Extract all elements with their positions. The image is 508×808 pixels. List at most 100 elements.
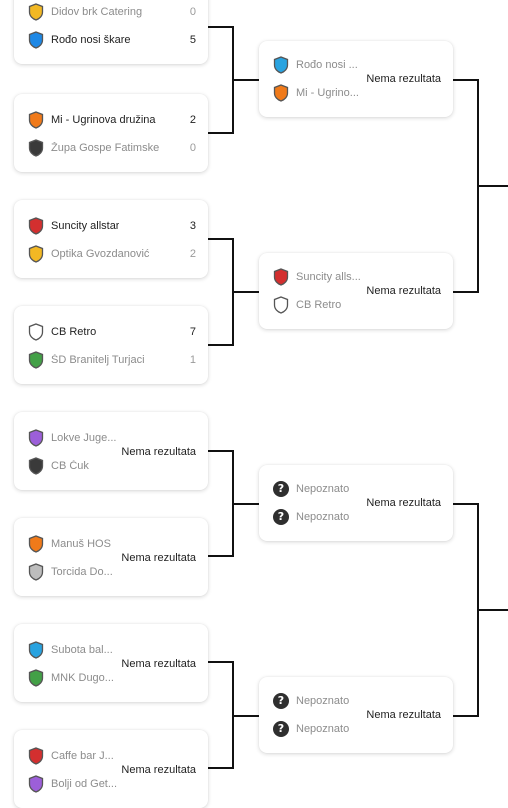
score: 3 [189, 220, 196, 232]
bracket-connector [453, 79, 479, 81]
match-card[interactable]: Subota bal...MNK Dugo...Nema rezultata [14, 624, 208, 702]
team-row[interactable]: Manuš HOS [28, 534, 111, 554]
score: 7 [189, 326, 196, 338]
team-name: Nepoznato [296, 723, 350, 735]
team-row[interactable]: ŠD Branitelj Turjaci [28, 350, 145, 370]
team-name: Rođo nosi ... [296, 59, 358, 71]
shield-icon [28, 31, 44, 49]
shield-icon [28, 111, 44, 129]
team-name: CB Retro [51, 326, 97, 338]
shield-icon [273, 56, 289, 74]
team-name: Didov brk Catering [51, 6, 143, 18]
score: 5 [189, 34, 196, 46]
team-row[interactable]: CB Retro [28, 322, 96, 342]
team-row[interactable]: Torcida Do... [28, 562, 113, 582]
score: 2 [189, 248, 196, 260]
question-icon: ? [273, 721, 289, 737]
team-name: ŠD Branitelj Turjaci [51, 354, 145, 366]
shield-icon [273, 84, 289, 102]
team-row[interactable]: Suncity alls... [273, 267, 361, 287]
score: 0 [189, 6, 196, 18]
match-card[interactable]: Caffe bar J... Bolji od Get... Nema rezult… [14, 730, 208, 808]
team-name: MNK Dugo... [51, 672, 114, 684]
match-card[interactable]: CB Retro 7 ŠD Branitelj Turjaci 1 [14, 306, 208, 384]
team-name: Lokve Juge... [51, 432, 117, 444]
shield-icon [273, 296, 289, 314]
shield-icon [28, 775, 44, 793]
shield-icon [28, 217, 44, 235]
team-name: Nepoznato [296, 511, 350, 523]
team-row[interactable]: Suncity allstar [28, 216, 119, 236]
shield-icon [273, 268, 289, 286]
team-name: CB Čuk [51, 460, 89, 472]
no-result-label: Nema rezultata [121, 764, 196, 776]
team-row[interactable]: Optika Gvozdanović [28, 244, 149, 264]
bracket-connector [208, 555, 234, 557]
bracket-connector [208, 132, 234, 134]
team-row[interactable]: ? Nepoznato [273, 719, 349, 739]
team-name: Suncity allstar [51, 220, 120, 232]
team-name: Manuš HOS [51, 538, 111, 550]
team-row[interactable]: Župa Gospe Fatimske [28, 138, 159, 158]
team-row[interactable]: Bolji od Get... [28, 774, 117, 794]
shield-icon [28, 351, 44, 369]
shield-icon [28, 245, 44, 263]
question-icon: ? [273, 481, 289, 497]
bracket-connector [232, 715, 259, 717]
bracket-connector [453, 291, 479, 293]
bracket-connector [208, 238, 234, 240]
bracket-connector [453, 503, 479, 505]
question-icon: ? [273, 509, 289, 525]
question-icon: ? [273, 693, 289, 709]
bracket-connector [208, 344, 234, 346]
bracket-connector [453, 715, 479, 717]
team-name: Torcida Do... [51, 566, 113, 578]
shield-icon [28, 139, 44, 157]
team-name: Nepoznato [296, 695, 350, 707]
team-row[interactable]: Didov brk Catering [28, 2, 142, 22]
team-name: Župa Gospe Fatimske [51, 142, 160, 154]
team-name: Nepoznato [296, 483, 350, 495]
match-card[interactable]: Rođo nosi ...Mi - Ugrino...Nema rezultat… [259, 41, 453, 117]
team-row[interactable]: ? Nepoznato [273, 507, 349, 527]
score: 2 [189, 114, 196, 126]
team-row[interactable]: CB Retro [273, 295, 341, 315]
team-row[interactable]: Caffe bar J... [28, 746, 114, 766]
team-row[interactable]: Rođo nosi ... [273, 55, 358, 75]
team-row[interactable]: ? Nepoznato [273, 691, 349, 711]
bracket-connector [477, 609, 508, 611]
score: 0 [189, 142, 196, 154]
no-result-label: Nema rezultata [366, 285, 441, 297]
score: 1 [189, 354, 196, 366]
shield-icon [28, 747, 44, 765]
shield-icon [28, 3, 44, 21]
match-card[interactable]: Suncity alls... CB Retro Nema rezultata [259, 253, 453, 329]
shield-icon [28, 641, 44, 659]
team-name: Mi - Ugrino... [296, 87, 359, 99]
bracket-connector [232, 503, 259, 505]
shield-icon [28, 429, 44, 447]
shield-icon [28, 535, 44, 553]
no-result-label: Nema rezultata [366, 497, 441, 509]
team-name: Caffe bar J... [51, 750, 114, 762]
team-name: Suncity alls... [296, 271, 361, 283]
team-row[interactable]: Rođo nosi škare [28, 30, 131, 50]
bracket-connector [477, 185, 508, 187]
team-row[interactable]: Lokve Juge... [28, 428, 116, 448]
team-row[interactable]: MNK Dugo... [28, 668, 114, 688]
team-row[interactable]: Mi - Ugrinova družina [28, 110, 156, 130]
bracket-connector [232, 79, 259, 81]
team-row[interactable]: ? Nepoznato [273, 479, 349, 499]
team-name: CB Retro [296, 299, 342, 311]
no-result-label: Nema rezultata [366, 709, 441, 721]
team-row[interactable]: Subota bal... [28, 640, 113, 660]
team-row[interactable]: CB Čuk [28, 456, 89, 476]
team-row[interactable]: Mi - Ugrino... [273, 83, 359, 103]
